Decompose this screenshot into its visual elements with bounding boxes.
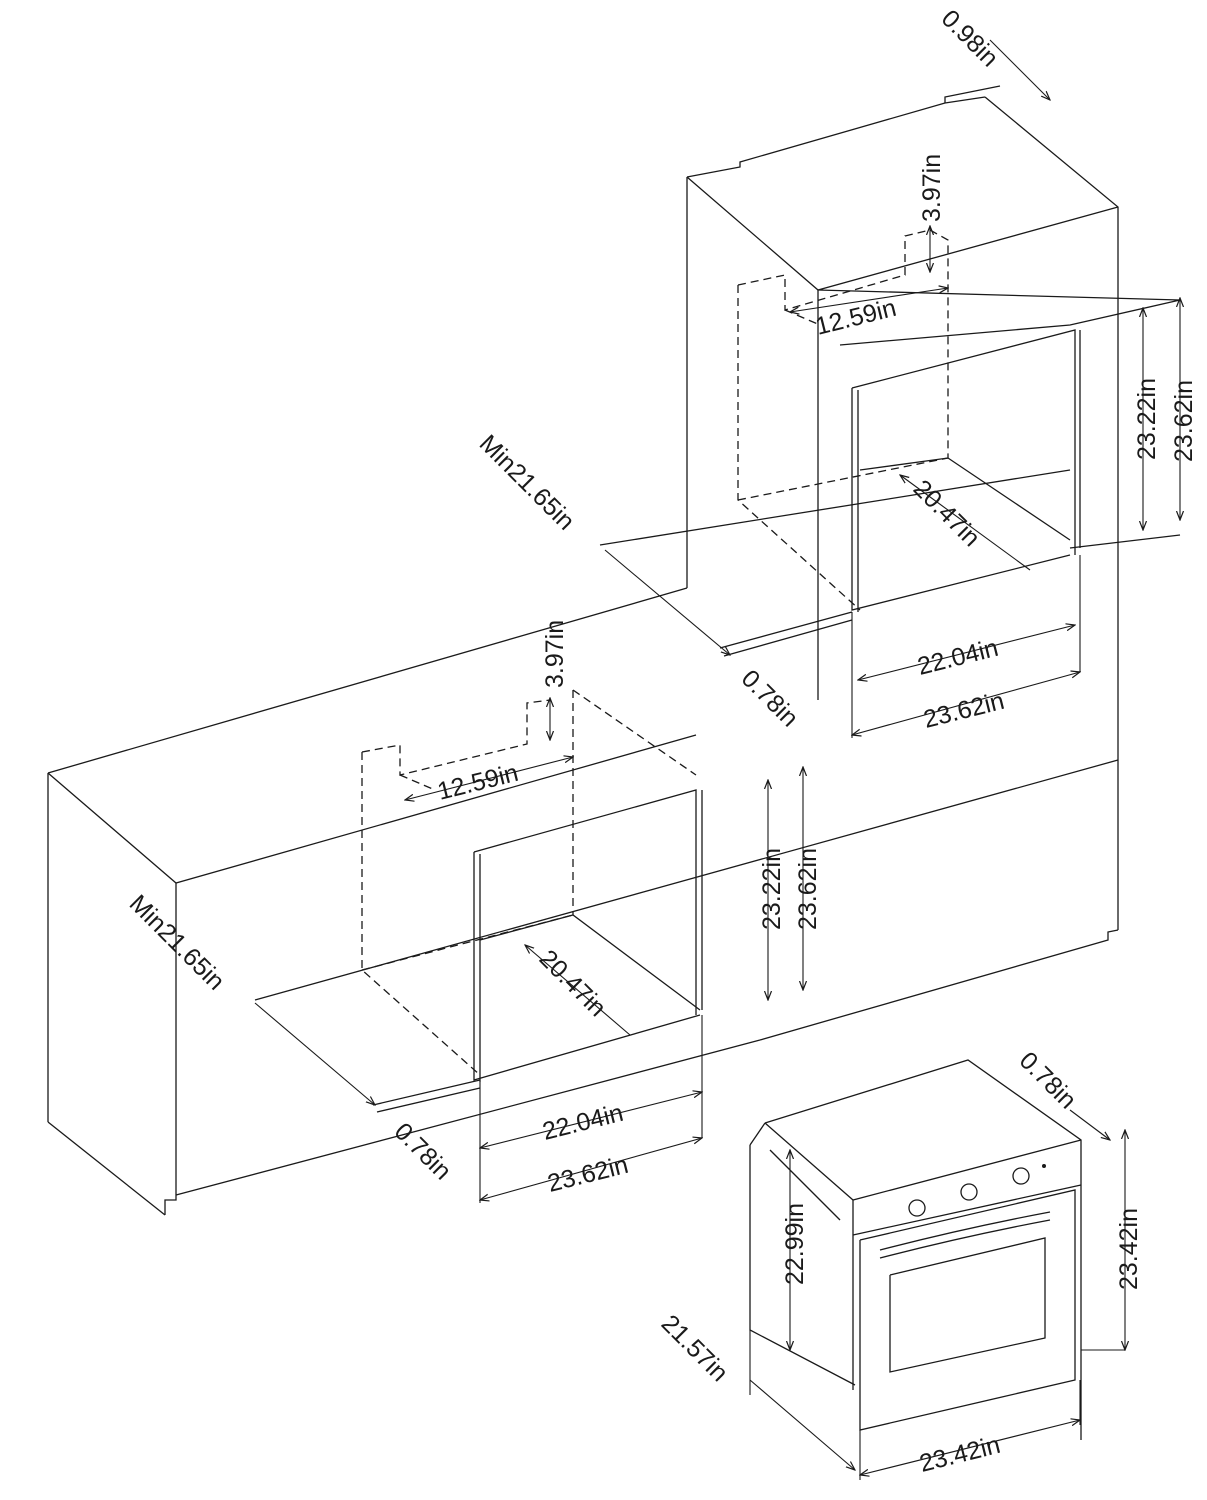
tall-cabinet bbox=[599, 85, 1181, 1041]
tall-cabinet-height-label: 23.62in bbox=[1170, 380, 1198, 462]
base-cabinet-height-label: 23.62in bbox=[794, 848, 822, 930]
base-gap-label: 0.78in bbox=[389, 1117, 457, 1185]
base-cabinet-width-label: 23.62in bbox=[545, 1151, 631, 1198]
oven-front-panel-label: 0.78in bbox=[1014, 1046, 1082, 1114]
tall-gap-label: 0.78in bbox=[736, 664, 804, 732]
oven-body-height-label: 22.99in bbox=[781, 1203, 809, 1285]
tall-min-depth-label: Min21.65in bbox=[474, 429, 580, 535]
dimension-lines bbox=[254, 39, 1180, 1480]
base-vent-height-label: 3.97in bbox=[541, 620, 569, 688]
oven-front-width-label: 23.42in bbox=[917, 1431, 1003, 1478]
tall-vent-width-label: 12.59in bbox=[813, 294, 899, 341]
tall-depth-label: 20.47in bbox=[908, 474, 986, 552]
base-vent-width-label: 12.59in bbox=[435, 759, 521, 806]
base-cutout-height-label: 23.22in bbox=[758, 848, 786, 930]
base-cutout-width-label: 22.04in bbox=[540, 1099, 626, 1146]
tall-vent-height-label: 3.97in bbox=[918, 154, 946, 222]
tall-top-panel-label: 0.98in bbox=[936, 4, 1004, 72]
base-min-depth-label: Min21.65in bbox=[124, 889, 230, 995]
tall-cutout-height-label: 23.22in bbox=[1133, 378, 1161, 460]
tall-cabinet-width-label: 23.62in bbox=[921, 687, 1007, 734]
oven-depth-label: 21.57in bbox=[656, 1309, 734, 1387]
base-depth-label: 20.47in bbox=[534, 944, 612, 1022]
base-cabinet bbox=[47, 587, 1119, 1216]
tall-cutout-width-label: 22.04in bbox=[915, 634, 1001, 681]
oven-front-height-label: 23.42in bbox=[1115, 1208, 1143, 1290]
